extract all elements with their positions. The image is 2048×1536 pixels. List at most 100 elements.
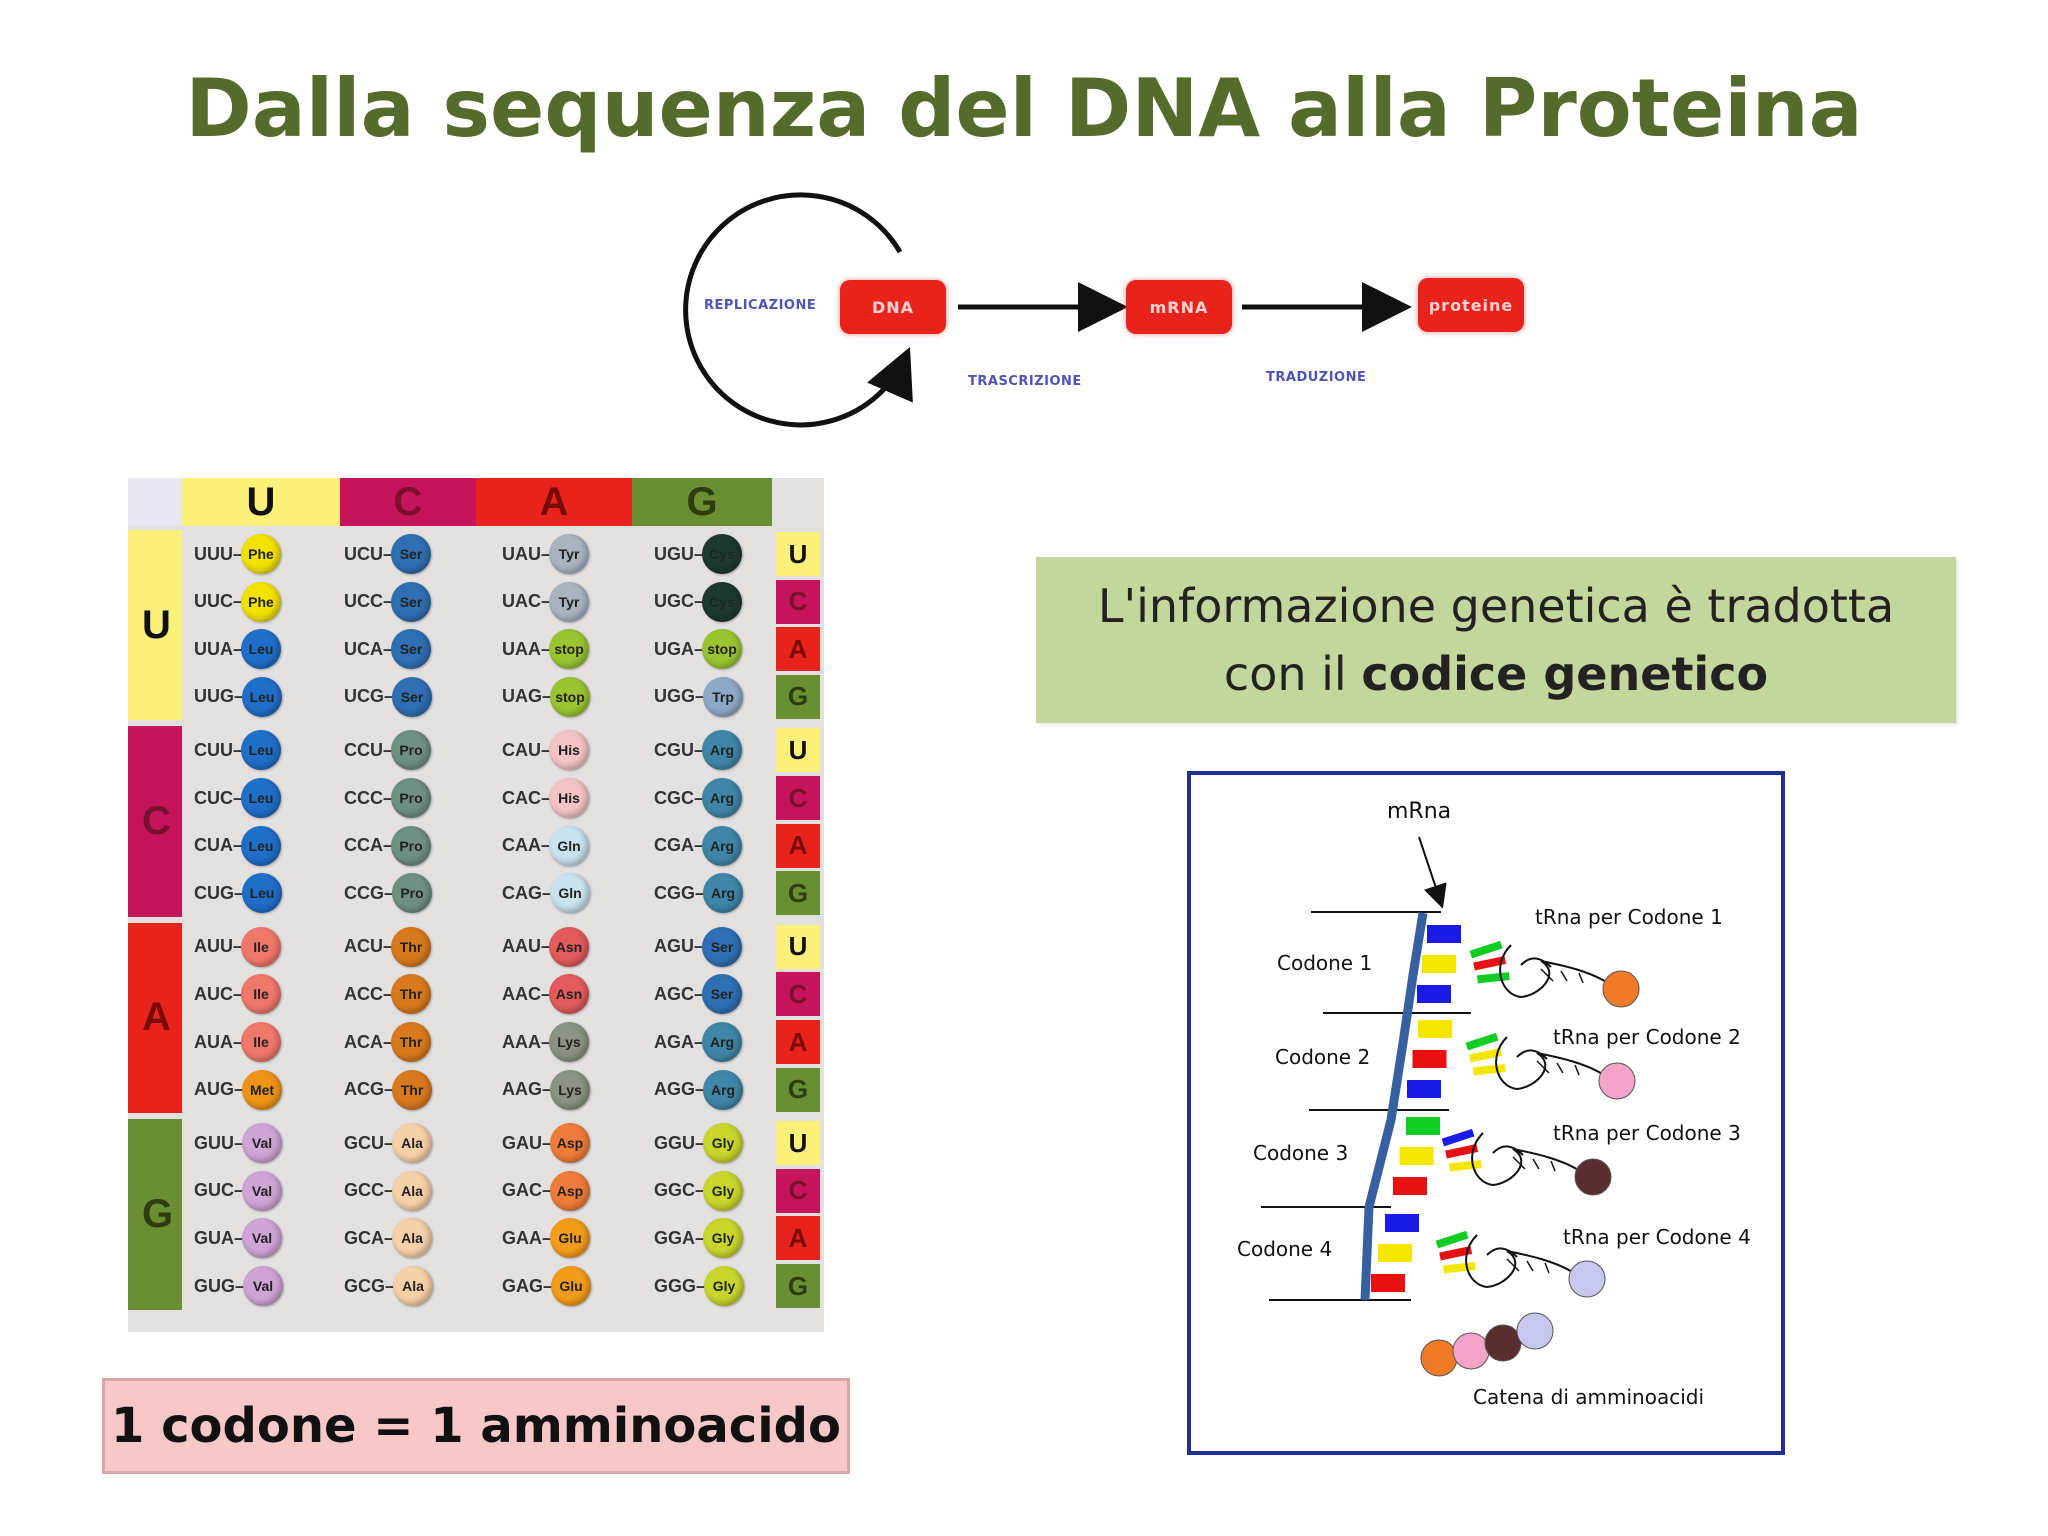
third-base-c: C <box>776 579 820 624</box>
codon-text: CAG– <box>502 882 553 903</box>
codon-base-bar <box>1406 1117 1440 1135</box>
codon-cgg: CGG–Arg <box>654 873 744 914</box>
anticodon-bar <box>1441 1128 1475 1147</box>
third-base-c: C <box>776 776 820 820</box>
translation-label: TRADUZIONE <box>1266 370 1367 385</box>
codon-aua: AUA–Ile <box>194 1022 282 1062</box>
anticodon-bar <box>1445 1144 1479 1159</box>
amino-acid-pro: Pro <box>391 825 432 866</box>
amino-acid-ile: Ile <box>241 1022 282 1062</box>
codon-ggc: GGC–Gly <box>654 1170 744 1211</box>
codon-text: GGA– <box>654 1227 706 1248</box>
amino-acid-ile: Ile <box>241 974 282 1015</box>
second-base-header-a: A <box>476 478 632 526</box>
amino-acid-tyr: Tyr <box>549 534 590 574</box>
codon-base-bar <box>1371 1274 1405 1292</box>
codon-aag: AAG–Lys <box>502 1069 591 1110</box>
codon-text: GAU– <box>502 1132 553 1153</box>
third-base-c: C <box>776 972 820 1017</box>
anticodon-bar <box>1473 1064 1506 1076</box>
codon-aaa: AAA–Lys <box>502 1022 590 1062</box>
third-base-a: A <box>776 1216 820 1261</box>
codon-acu: ACU–Thr <box>344 926 432 967</box>
mrna-label: mRna <box>1387 799 1452 824</box>
amino-acid-val: Val <box>243 1266 284 1306</box>
flow-arrows <box>683 192 1412 428</box>
codon-agg: AGG–Arg <box>654 1069 744 1110</box>
genetic-code-line2: con il codice genetico <box>1224 640 1768 708</box>
amino-acid-thr: Thr <box>391 1022 432 1062</box>
trna-diagram: mRna Codone 1 Codone 2 Codone 3 Codone 4… <box>1187 771 1785 1455</box>
amino-acid-asp: Asp <box>550 1170 591 1211</box>
codon-text: AGA– <box>654 1031 705 1052</box>
amino-acid-ball <box>1574 1158 1612 1196</box>
amino-acid-leu: Leu <box>241 825 282 866</box>
amino-acid-stop: stop <box>549 629 590 670</box>
trna-molecule <box>1469 940 1640 1008</box>
chain-amino-acid <box>1516 1312 1554 1350</box>
codon-text: ACU– <box>344 936 394 957</box>
codon-acc: ACC–Thr <box>344 974 432 1015</box>
amino-acid-asn: Asn <box>549 926 590 967</box>
codon-2-label: Codone 2 <box>1275 1045 1371 1069</box>
codon-text: CCC– <box>344 787 394 808</box>
amino-acid-leu: Leu <box>241 629 282 670</box>
codon-text: ACA– <box>344 1031 394 1052</box>
second-base-header-u: U <box>182 478 340 526</box>
amino-acid-ala: Ala <box>393 1266 434 1306</box>
amino-acid-pro: Pro <box>391 730 432 771</box>
codon-text: GUA– <box>194 1227 245 1248</box>
amino-acid-tyr: Tyr <box>549 581 590 622</box>
replication-cycle-arrow <box>683 192 913 428</box>
amino-acid-stop: stop <box>702 629 743 670</box>
codon-ucu: UCU–Ser <box>344 534 432 574</box>
third-base-u: U <box>776 1121 820 1166</box>
first-base-u: U <box>128 530 182 721</box>
second-base-header-g: G <box>632 478 772 526</box>
amino-acid-arg: Arg <box>702 825 743 866</box>
codon-ggu: GGU–Gly <box>654 1123 744 1164</box>
third-base-c: C <box>776 1168 820 1213</box>
third-base-a: A <box>776 823 820 868</box>
amino-acid-ser: Ser <box>702 926 743 967</box>
codon-uac: UAC–Tyr <box>502 581 590 622</box>
third-base-g: G <box>776 1264 820 1308</box>
amino-acid-arg: Arg <box>703 1069 744 1110</box>
codon-cga: CGA–Arg <box>654 825 743 866</box>
trna-outline <box>1471 1132 1584 1187</box>
chain-amino-acid <box>1420 1339 1458 1377</box>
trna-outline <box>1495 1036 1608 1091</box>
codon-equation-box: 1 codone = 1 amminoacido <box>102 1378 850 1474</box>
third-base-g: G <box>776 871 820 916</box>
anticodon-bar <box>1469 1048 1503 1063</box>
amino-acid-ser: Ser <box>391 581 432 622</box>
codon-text: UAA– <box>502 638 552 659</box>
codon-acg: ACG–Thr <box>344 1069 433 1110</box>
codon-cau: CAU–His <box>502 730 590 771</box>
codon-agc: AGC–Ser <box>654 974 743 1015</box>
amino-acid-leu: Leu <box>241 730 282 771</box>
codon-text: UCU– <box>344 543 394 564</box>
codon-cca: CCA–Pro <box>344 825 432 866</box>
replication-label: REPLICAZIONE <box>704 298 817 313</box>
codon-text: UUC– <box>194 591 244 612</box>
codon-cug: CUG–Leu <box>194 873 283 914</box>
codon-aac: AAC–Asn <box>502 974 590 1015</box>
codon-caa: CAA–Gln <box>502 825 590 866</box>
codon-text: AAG– <box>502 1079 553 1100</box>
amino-acid-gln: Gln <box>549 825 590 866</box>
trna-1-label: tRna per Codone 1 <box>1535 905 1723 929</box>
codon-ucg: UCG–Ser <box>344 676 433 717</box>
genetic-code-bold: codice genetico <box>1361 647 1769 701</box>
codon-gac: GAC–Asp <box>502 1170 591 1211</box>
codon-text: GGC– <box>654 1180 706 1201</box>
anticodon-bar <box>1465 1032 1499 1051</box>
amino-acid-chain-label: Catena di amminoacidi <box>1473 1385 1705 1409</box>
codon-text: CGA– <box>654 835 705 856</box>
amino-acid-ser: Ser <box>702 974 743 1015</box>
codon-ugu: UGU–Cys <box>654 534 743 574</box>
codon-4-label: Codone 4 <box>1237 1237 1333 1261</box>
codon-text: UGG– <box>654 686 706 707</box>
amino-acid-val: Val <box>242 1170 283 1211</box>
